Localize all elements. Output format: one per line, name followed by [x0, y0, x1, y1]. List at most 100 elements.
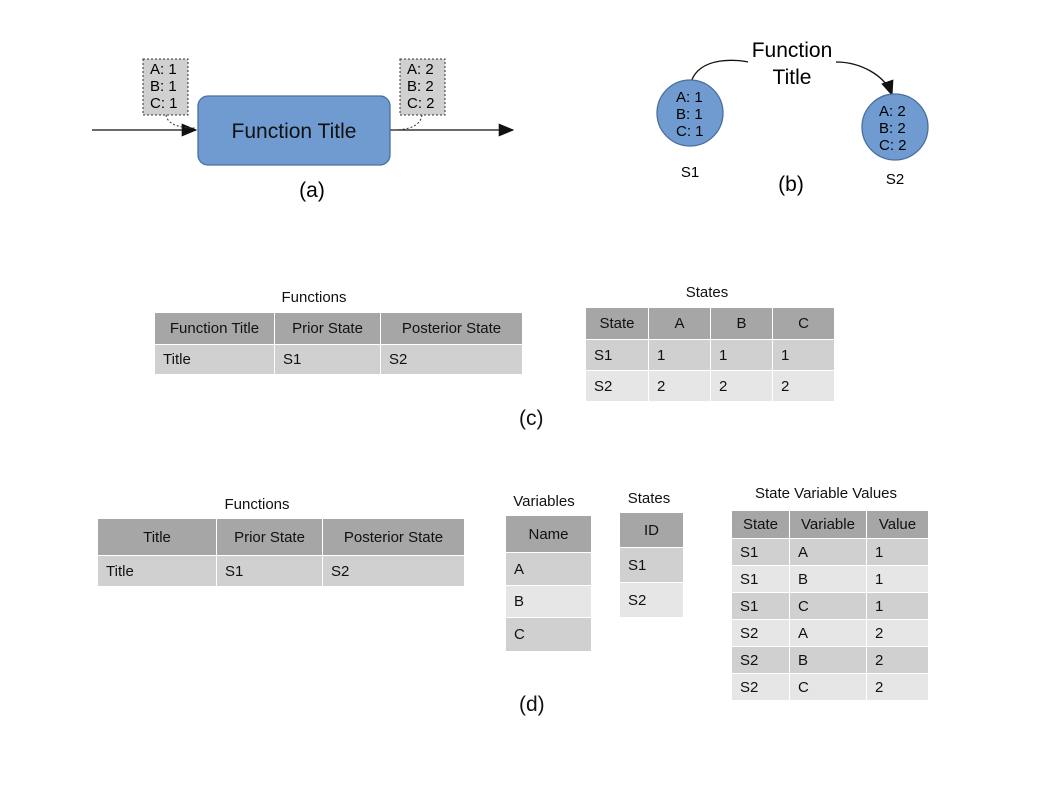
- d-states-header: ID: [619, 512, 684, 548]
- table-cell: S1: [585, 339, 649, 371]
- d-functions-header: Prior State: [216, 518, 323, 556]
- s2-c: C: 2: [879, 137, 907, 154]
- table-cell: B: [789, 565, 867, 593]
- d-svv-header: Value: [866, 510, 929, 539]
- table-cell: 1: [866, 565, 929, 593]
- table-cell: S1: [731, 565, 790, 593]
- table-cell: Title: [154, 344, 275, 375]
- table-row: S2 B 2: [731, 646, 929, 674]
- c-states-header: B: [710, 307, 773, 340]
- table-row: A: [505, 552, 592, 586]
- s2-a: A: 2: [879, 103, 906, 120]
- d-functions-header: Title: [97, 518, 217, 556]
- table-cell: C: [789, 673, 867, 701]
- table-cell: S2: [731, 673, 790, 701]
- table-cell: 1: [866, 538, 929, 566]
- table-cell: 2: [866, 646, 929, 674]
- c-functions-title: Functions: [281, 289, 347, 306]
- table-cell: S2: [731, 619, 790, 647]
- table-row: S1: [619, 547, 684, 583]
- table-cell: Title: [97, 555, 217, 587]
- table-cell: 1: [710, 339, 773, 371]
- table-cell: S2: [731, 646, 790, 674]
- function-box-label: Function Title: [232, 120, 357, 143]
- c-functions-table: Function Title Prior State Posterior Sta…: [154, 312, 523, 375]
- table-cell: 1: [866, 592, 929, 620]
- c-states-header: C: [772, 307, 835, 340]
- table-cell: A: [505, 552, 592, 586]
- c-states-header: State: [585, 307, 649, 340]
- table-cell: C: [789, 592, 867, 620]
- state-out-connector: [391, 114, 423, 131]
- table-cell: S1: [216, 555, 323, 587]
- table-row: S2: [619, 582, 684, 618]
- d-svv-header: Variable: [789, 510, 867, 539]
- table-row: S1 1 1 1: [585, 339, 835, 371]
- table-row: Title S1 S2: [154, 344, 523, 375]
- c-functions-header: Prior State: [274, 312, 381, 345]
- state-in-a: A: 1: [150, 61, 177, 78]
- d-svv-header: State: [731, 510, 790, 539]
- table-cell: S1: [731, 592, 790, 620]
- c-states-title: States: [685, 284, 729, 301]
- table-cell: B: [789, 646, 867, 674]
- state-in-note: [142, 58, 189, 116]
- d-variables-title: Variables: [513, 493, 575, 510]
- table-cell: S2: [322, 555, 465, 587]
- s1-a: A: 1: [676, 89, 703, 106]
- table-cell: 2: [866, 619, 929, 647]
- state-s1-node: [656, 79, 724, 147]
- c-functions-header: Posterior State: [380, 312, 523, 345]
- state-in-connector: [165, 114, 197, 129]
- table-row: S1 B 1: [731, 565, 929, 593]
- caption-a: (a): [299, 179, 325, 202]
- table-cell: 1: [772, 339, 835, 371]
- table-cell: A: [789, 619, 867, 647]
- table-row: B: [505, 585, 592, 618]
- caption-b: (b): [778, 173, 804, 196]
- s1-label: S1: [681, 164, 699, 181]
- d-states-table: ID S1 S2: [619, 512, 684, 618]
- table-cell: 2: [710, 370, 773, 402]
- s1-b: B: 1: [676, 106, 703, 123]
- table-row: C: [505, 617, 592, 652]
- state-out-a: A: 2: [407, 61, 434, 78]
- table-row: Title S1 S2: [97, 555, 465, 587]
- d-variables-header: Name: [505, 515, 592, 553]
- diagram-top: Function Title A: 1 B: 1 C: 1 A: 2 B: 2 …: [92, 39, 929, 202]
- state-s2-node: [861, 93, 929, 161]
- s2-b: B: 2: [879, 120, 906, 137]
- state-in-c: C: 1: [150, 95, 178, 112]
- c-states-table: State A B C S1 1 1 1 S2 2 2 2: [585, 307, 835, 402]
- state-out-c: C: 2: [407, 95, 435, 112]
- state-out-b: B: 2: [407, 78, 434, 95]
- table-cell: S1: [274, 344, 381, 375]
- caption-d: (d): [519, 693, 545, 716]
- table-cell: S2: [619, 582, 684, 618]
- d-states-title: States: [627, 490, 671, 507]
- table-cell: B: [505, 585, 592, 618]
- caption-c: (c): [519, 407, 544, 430]
- d-functions-table: Title Prior State Posterior State Title …: [97, 518, 465, 587]
- table-cell: 2: [772, 370, 835, 402]
- table-cell: S2: [585, 370, 649, 402]
- state-out-note: [399, 58, 446, 116]
- d-variables-table: Name A B C: [505, 515, 592, 652]
- table-row: S1 A 1: [731, 538, 929, 566]
- d-svv-title: State Variable Values: [754, 485, 898, 502]
- table-cell: S1: [619, 547, 684, 583]
- transition-label-line2: Title: [773, 66, 812, 89]
- s1-c: C: 1: [676, 123, 704, 140]
- table-cell: A: [789, 538, 867, 566]
- table-row: S2 2 2 2: [585, 370, 835, 402]
- transition-label-line1: Function: [752, 39, 833, 62]
- d-svv-table: State Variable Value S1 A 1 S1 B 1 S1 C …: [731, 510, 929, 701]
- table-row: S1 C 1: [731, 592, 929, 620]
- c-functions-header: Function Title: [154, 312, 275, 345]
- d-functions-title: Functions: [224, 496, 290, 513]
- d-functions-header: Posterior State: [322, 518, 465, 556]
- table-row: S2 C 2: [731, 673, 929, 701]
- table-cell: S2: [380, 344, 523, 375]
- state-in-b: B: 1: [150, 78, 177, 95]
- c-states-header: A: [648, 307, 711, 340]
